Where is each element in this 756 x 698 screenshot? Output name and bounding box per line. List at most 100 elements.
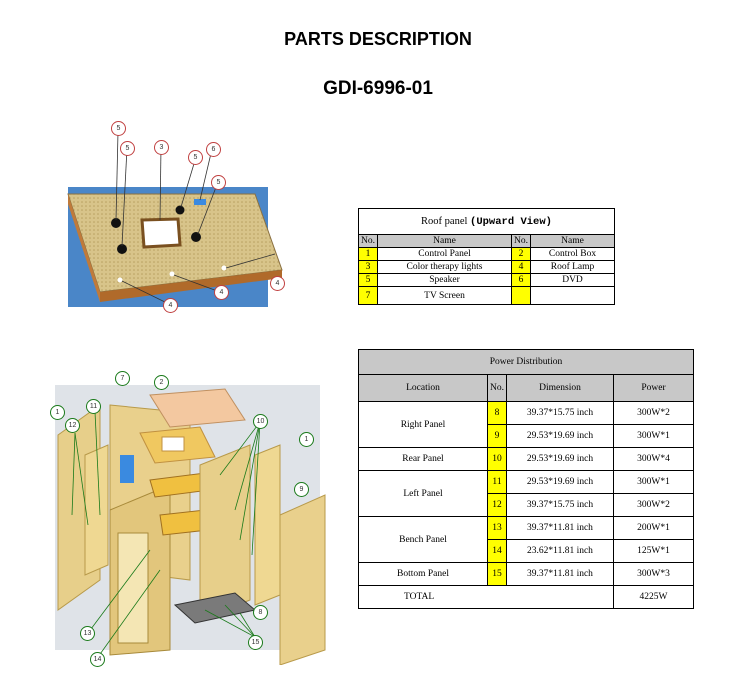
callout-number: 4	[270, 276, 285, 291]
dimension-cell: 39.37*11.81 inch	[506, 516, 614, 540]
location-cell: Bottom Panel	[358, 562, 488, 586]
roof-caption-view: (Upward View)	[470, 215, 552, 228]
callout-number: 5	[188, 150, 203, 165]
item-number: 14	[487, 539, 507, 563]
col-no: No.	[358, 234, 378, 248]
callout-number: 12	[65, 418, 80, 433]
item-number: 12	[487, 493, 507, 517]
location-cell: Bench Panel	[358, 516, 488, 563]
col-no: No.	[487, 374, 507, 402]
callout-number: 5	[120, 141, 135, 156]
power-cell: 300W*1	[613, 424, 694, 448]
item-number: 8	[487, 401, 507, 425]
callout-number: 4	[214, 285, 229, 300]
total-value: 4225W	[613, 585, 694, 609]
item-number	[511, 286, 532, 305]
callout-number: 14	[90, 652, 105, 667]
item-number: 5	[358, 273, 378, 287]
item-number: 13	[487, 516, 507, 540]
power-cell: 300W*2	[613, 401, 694, 425]
page-title: PARTS DESCRIPTION	[284, 29, 472, 49]
power-cell: 200W*1	[613, 516, 694, 540]
item-number: 7	[358, 286, 378, 305]
callout-number: 11	[86, 399, 101, 414]
total-label: TOTAL	[358, 585, 614, 609]
dimension-cell: 29.53*19.69 inch	[506, 447, 614, 471]
item-name	[530, 286, 615, 305]
item-number: 2	[511, 247, 532, 261]
col-location: Location	[358, 374, 488, 402]
roof-table-caption: Roof panel (Upward View)	[358, 208, 615, 235]
item-name: DVD	[530, 273, 615, 287]
roof-table-header: No. Name No. Name	[358, 234, 615, 248]
location-cell: Right Panel	[358, 401, 488, 448]
callout-number: 1	[299, 432, 314, 447]
callout-number: 2	[154, 375, 169, 390]
dimension-cell: 39.37*11.81 inch	[506, 562, 614, 586]
callout-number: 13	[80, 626, 95, 641]
callout-number: 8	[253, 605, 268, 620]
item-name: Color therapy lights	[376, 260, 513, 274]
col-dimension: Dimension	[506, 374, 614, 402]
roof-caption-text: Roof panel	[421, 215, 468, 227]
item-name: Control Panel	[376, 247, 513, 261]
item-name: TV Screen	[376, 286, 513, 305]
dimension-cell: 39.37*15.75 inch	[506, 493, 614, 517]
power-distribution-table: Power Distribution Location No. Dimensio…	[358, 349, 694, 609]
callout-number: 6	[206, 142, 221, 157]
model-number: GDI-6996-01	[323, 78, 433, 99]
item-number: 11	[487, 470, 507, 494]
callout-number: 5	[111, 121, 126, 136]
roof-panel-illustration	[67, 131, 283, 307]
col-power: Power	[613, 374, 694, 402]
callout-number: 1	[50, 405, 65, 420]
roof-panel-table: Roof panel (Upward View) No. Name No. Na…	[358, 208, 615, 305]
callout-number: 3	[154, 140, 169, 155]
item-name: Speaker	[376, 273, 513, 287]
power-table-header: Location No. Dimension Power	[358, 374, 694, 402]
callout-number: 10	[253, 414, 268, 429]
item-name: Control Box	[530, 247, 615, 261]
callout-number: 5	[211, 175, 226, 190]
item-name: Roof Lamp	[530, 260, 615, 274]
callout-number: 4	[163, 298, 178, 313]
callout-number: 15	[248, 635, 263, 650]
dimension-cell: 23.62*11.81 inch	[506, 539, 614, 563]
callout-number: 9	[294, 482, 309, 497]
power-cell: 300W*1	[613, 470, 694, 494]
col-name: Name	[376, 234, 513, 248]
item-number: 10	[487, 447, 507, 471]
power-cell: 125W*1	[613, 539, 694, 563]
item-number: 6	[511, 273, 532, 287]
power-cell: 300W*2	[613, 493, 694, 517]
location-cell: Rear Panel	[358, 447, 488, 471]
power-cell: 300W*4	[613, 447, 694, 471]
sauna-exploded-illustration	[55, 385, 326, 665]
item-number: 9	[487, 424, 507, 448]
power-table-caption: Power Distribution	[358, 349, 694, 375]
item-number: 3	[358, 260, 378, 274]
dimension-cell: 39.37*15.75 inch	[506, 401, 614, 425]
col-name: Name	[530, 234, 615, 248]
power-cell: 300W*3	[613, 562, 694, 586]
location-cell: Left Panel	[358, 470, 488, 517]
dimension-cell: 29.53*19.69 inch	[506, 424, 614, 448]
callout-number: 7	[115, 371, 130, 386]
col-no: No.	[511, 234, 532, 248]
item-number: 15	[487, 562, 507, 586]
dimension-cell: 29.53*19.69 inch	[506, 470, 614, 494]
item-number: 1	[358, 247, 378, 261]
